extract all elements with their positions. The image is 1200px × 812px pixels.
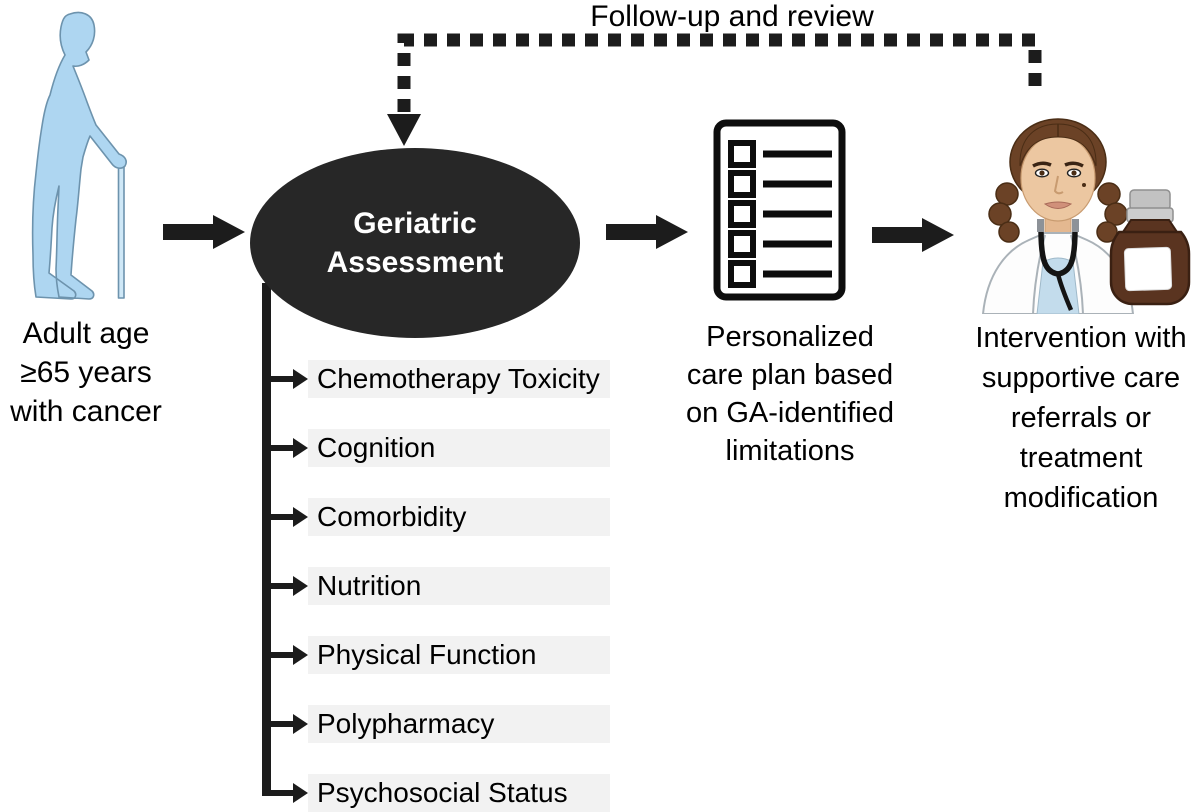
body-silhouette <box>31 11 127 300</box>
flow-arrow-icon <box>163 215 245 249</box>
follow-up-label: Follow-up and review <box>590 0 874 33</box>
cane <box>117 159 125 299</box>
patient-caption-line: with cancer <box>10 395 162 428</box>
domain-row: Polypharmacy <box>268 705 610 743</box>
care-plan-caption: Personalized care plan based on GA-identif… <box>660 318 920 470</box>
flow-arrow-icon <box>872 218 954 252</box>
domain-row: Psychosocial Status <box>268 774 610 812</box>
domain-row: Nutrition <box>268 567 610 605</box>
domain-label: Nutrition <box>317 570 422 601</box>
domain-label: Comorbidity <box>317 501 467 532</box>
domain-list: Chemotherapy Toxicity Cognition Comorbid… <box>268 360 610 812</box>
patient-caption-line: ≥65 years <box>20 356 152 389</box>
domain-label: Cognition <box>317 432 436 463</box>
clinician-and-medicine-bottle-icon <box>981 118 1191 314</box>
domain-label: Physical Function <box>317 639 537 670</box>
patient-caption-line: Adult age <box>22 317 150 350</box>
medicine-bottle <box>1109 189 1191 306</box>
care-plan-caption-line: care plan based <box>686 359 894 391</box>
intervention-caption-line: modification <box>1003 482 1159 514</box>
domain-row: Cognition <box>268 429 610 467</box>
intervention-caption-line: referrals or <box>1010 402 1152 434</box>
feedback-arrowhead-icon <box>387 114 421 146</box>
domain-label: Polypharmacy <box>317 708 495 739</box>
patient-caption: Adult age ≥65 years with cancer <box>0 314 172 431</box>
clinician <box>981 118 1135 314</box>
intervention-caption-line: supportive care <box>981 362 1181 394</box>
domain-label: Psychosocial Status <box>317 777 568 808</box>
intervention-caption-line: treatment <box>1019 442 1143 474</box>
assessment-title-line: Geriatric <box>353 207 477 240</box>
assessment-title-line: Assessment <box>326 246 504 279</box>
care-plan-caption-line: limitations <box>725 435 855 467</box>
flow-arrow-icon <box>606 215 688 249</box>
care-plan-caption-line: Personalized <box>706 321 874 353</box>
domain-label: Chemotherapy Toxicity <box>317 363 600 394</box>
domain-row: Comorbidity <box>268 498 610 536</box>
intervention-caption-line: Intervention with <box>975 322 1187 354</box>
checklist-icon <box>713 119 846 301</box>
feedback-dashed-path <box>397 33 1042 116</box>
domain-row: Physical Function <box>268 636 610 674</box>
elderly-person-with-cane-icon <box>31 11 127 300</box>
domains-trunk-line <box>262 283 271 796</box>
intervention-caption: Intervention with supportive care referral… <box>950 318 1200 518</box>
care-plan-caption-line: on GA-identified <box>686 397 894 429</box>
domain-row: Chemotherapy Toxicity <box>268 360 610 398</box>
